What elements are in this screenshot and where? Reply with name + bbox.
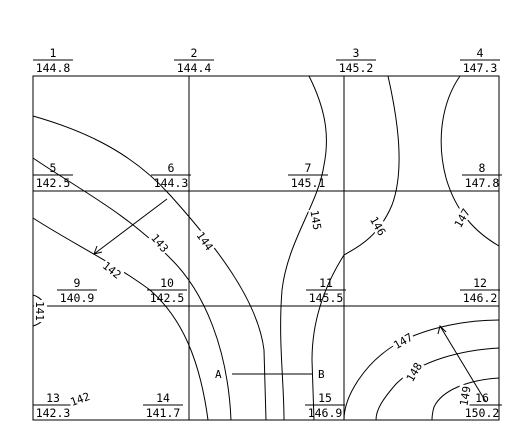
point-elevation: 142.5 [36, 176, 71, 190]
point-number: 2 [191, 46, 198, 60]
contour-label: 143 [148, 232, 171, 256]
contour-label: 145 [307, 209, 323, 231]
contour-label-bg [308, 207, 325, 232]
point-elevation: 150.2 [465, 406, 500, 420]
point-elevation: 142.5 [150, 291, 185, 305]
point-elevation: 140.9 [60, 291, 95, 305]
contour-146 [343, 75, 400, 256]
arrow-head-nw [93, 245, 103, 255]
point-number: 8 [479, 161, 486, 175]
point-elevation: 141.7 [146, 406, 181, 420]
arrow-shaft-se [439, 325, 487, 403]
point-elevation: 145.2 [339, 61, 374, 75]
point-number: 11 [319, 276, 333, 290]
contour-145 [280, 75, 327, 421]
point-number: 9 [74, 276, 81, 290]
contour-label-bg [34, 300, 47, 322]
point-elevation: 147.3 [463, 61, 498, 75]
contour-label: 142 [69, 390, 92, 409]
contour-143 [32, 157, 232, 421]
point-elevation: 146.2 [463, 291, 498, 305]
point-number: 16 [475, 391, 489, 405]
contour-label-bg [450, 204, 473, 231]
point-elevation: 144.4 [177, 61, 212, 75]
point-number: 7 [305, 161, 312, 175]
contour-142 [32, 217, 209, 421]
contour-label-bg [456, 383, 473, 408]
point-labels: 1144.82144.43145.24147.35142.56144.37145… [33, 46, 502, 420]
point-number: 14 [156, 391, 170, 405]
slope-arrows [93, 198, 487, 403]
contour-label-bg [67, 388, 93, 409]
contour-label-bg [148, 230, 173, 256]
point-elevation: 142.3 [36, 406, 71, 420]
contour-label: 141 [33, 301, 46, 321]
arrow-head-se [437, 325, 447, 335]
point-number: 5 [50, 161, 57, 175]
grid-border [32, 75, 500, 421]
marker-b: B [318, 368, 325, 381]
point-elevation: 144.3 [154, 176, 189, 190]
contour-label-bg [402, 358, 425, 385]
contour-149 [431, 377, 500, 421]
grid [32, 75, 500, 421]
point-number: 4 [477, 46, 484, 60]
point-number: 6 [168, 161, 175, 175]
contour-148 [375, 347, 500, 421]
point-number: 15 [318, 391, 332, 405]
point-number: 10 [160, 276, 174, 290]
contour-label: 142 [100, 259, 124, 281]
point-number: 12 [473, 276, 487, 290]
point-elevation: 144.8 [36, 61, 71, 75]
contour-label-bg [193, 227, 218, 254]
point-number: 1 [50, 46, 57, 60]
point-elevation: 146.9 [308, 406, 343, 420]
contour-147-north [440, 75, 500, 247]
contour-label-bg [389, 329, 416, 352]
point-elevation: 145.1 [291, 176, 326, 190]
contour-lines [32, 75, 500, 421]
point-number: 13 [46, 391, 60, 405]
point-number: 3 [353, 46, 360, 60]
contour-label: 149 [457, 385, 473, 407]
contour-label: 144 [194, 229, 216, 253]
contour-145-south [311, 254, 345, 421]
marker-a: A [215, 368, 222, 381]
point-elevation: 147.8 [465, 176, 500, 190]
contour-144 [32, 115, 267, 421]
point-elevation: 145.5 [309, 291, 344, 305]
arrow-shaft-nw [93, 198, 168, 255]
contour-label-bg [99, 257, 125, 282]
contour-label-bg [367, 212, 390, 239]
